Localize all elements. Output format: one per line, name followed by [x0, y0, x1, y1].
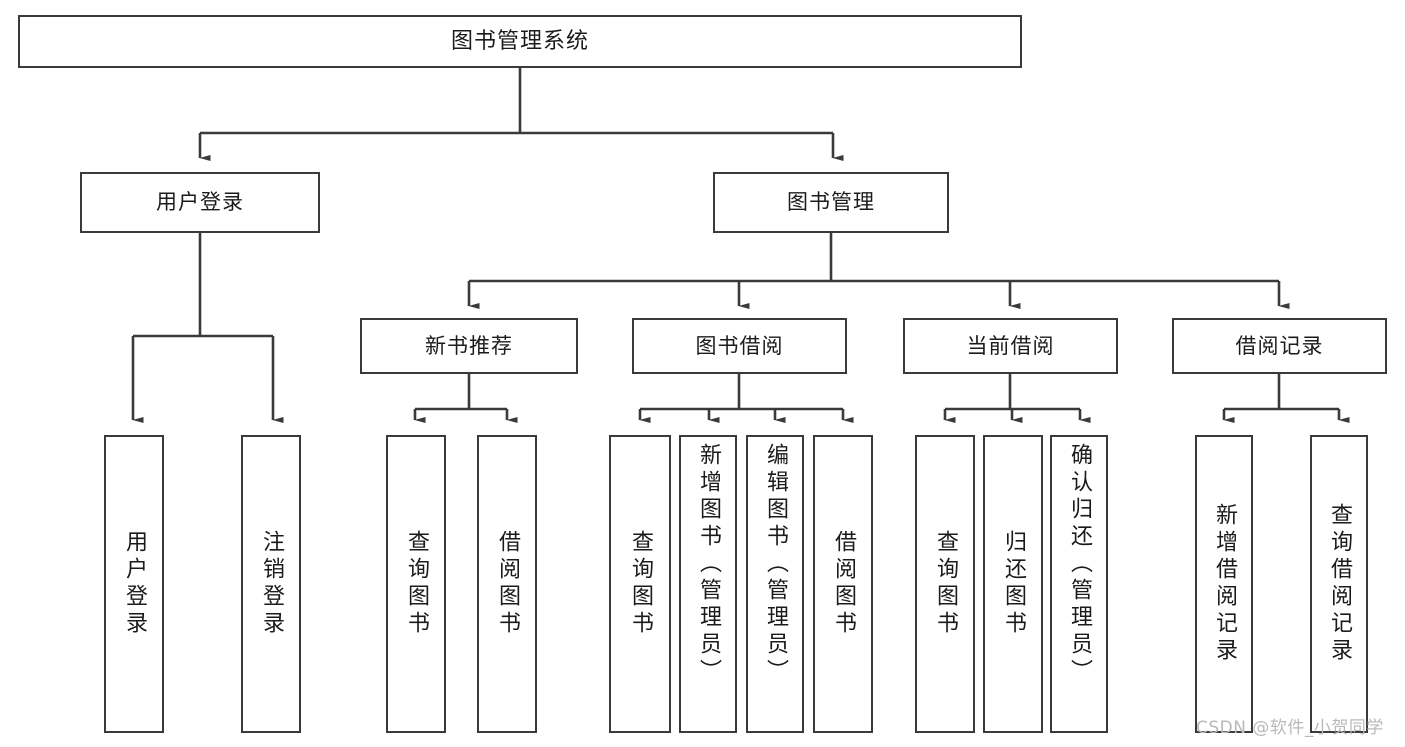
node-new-book-recommend[interactable]: 新书推荐 [360, 318, 578, 374]
leaf-label: 借阅图书 [831, 530, 856, 638]
leaf-book-borrow-edit-book-admin[interactable]: 编辑图书（管理员） [746, 435, 804, 733]
leaf-label: 新增借阅记录 [1212, 503, 1237, 665]
leaf-label: 确认归还（管理员） [1067, 443, 1092, 686]
leaf-label: 查询图书 [628, 530, 653, 638]
leaf-user-login-logout[interactable]: 注销登录 [241, 435, 301, 733]
leaf-current-borrow-return-book[interactable]: 归还图书 [983, 435, 1043, 733]
node-root-book-management-system[interactable]: 图书管理系统 [18, 15, 1022, 68]
node-new-book-recommend-label: 新书推荐 [425, 333, 513, 358]
leaf-label: 查询图书 [404, 530, 429, 638]
leaf-book-borrow-add-book-admin[interactable]: 新增图书（管理员） [679, 435, 737, 733]
leaf-label: 用户登录 [122, 530, 147, 638]
node-book-borrow[interactable]: 图书借阅 [632, 318, 847, 374]
watermark-csdn: CSDN @软件_小贺同学 [1196, 718, 1384, 738]
leaf-current-borrow-confirm-return-admin[interactable]: 确认归还（管理员） [1050, 435, 1108, 733]
node-root-label: 图书管理系统 [450, 28, 589, 54]
leaf-current-borrow-query-book[interactable]: 查询图书 [915, 435, 975, 733]
leaf-new-book-borrow-book[interactable]: 借阅图书 [477, 435, 537, 733]
leaf-book-borrow-borrow-book[interactable]: 借阅图书 [813, 435, 873, 733]
node-current-borrow[interactable]: 当前借阅 [903, 318, 1118, 374]
leaf-label: 编辑图书（管理员） [763, 443, 788, 686]
leaf-book-borrow-query-book[interactable]: 查询图书 [609, 435, 671, 733]
leaf-borrow-records-query-record[interactable]: 查询借阅记录 [1310, 435, 1368, 733]
node-user-login[interactable]: 用户登录 [80, 172, 320, 233]
node-book-borrow-label: 图书借阅 [695, 333, 784, 358]
leaf-borrow-records-add-record[interactable]: 新增借阅记录 [1195, 435, 1253, 733]
node-current-borrow-label: 当前借阅 [966, 333, 1055, 358]
leaf-label: 借阅图书 [495, 530, 520, 638]
node-book-management[interactable]: 图书管理 [713, 172, 949, 233]
leaf-label: 注销登录 [259, 530, 284, 638]
leaf-label: 新增图书（管理员） [696, 443, 721, 686]
leaf-new-book-query-book[interactable]: 查询图书 [386, 435, 446, 733]
leaf-label: 归还图书 [1001, 530, 1026, 638]
node-user-login-label: 用户登录 [156, 190, 244, 215]
leaf-user-login-login[interactable]: 用户登录 [104, 435, 164, 733]
node-book-management-label: 图书管理 [787, 190, 875, 215]
node-borrow-records[interactable]: 借阅记录 [1172, 318, 1387, 374]
leaf-label: 查询图书 [933, 530, 958, 638]
leaf-label: 查询借阅记录 [1327, 503, 1352, 665]
node-borrow-records-label: 借阅记录 [1235, 333, 1324, 358]
